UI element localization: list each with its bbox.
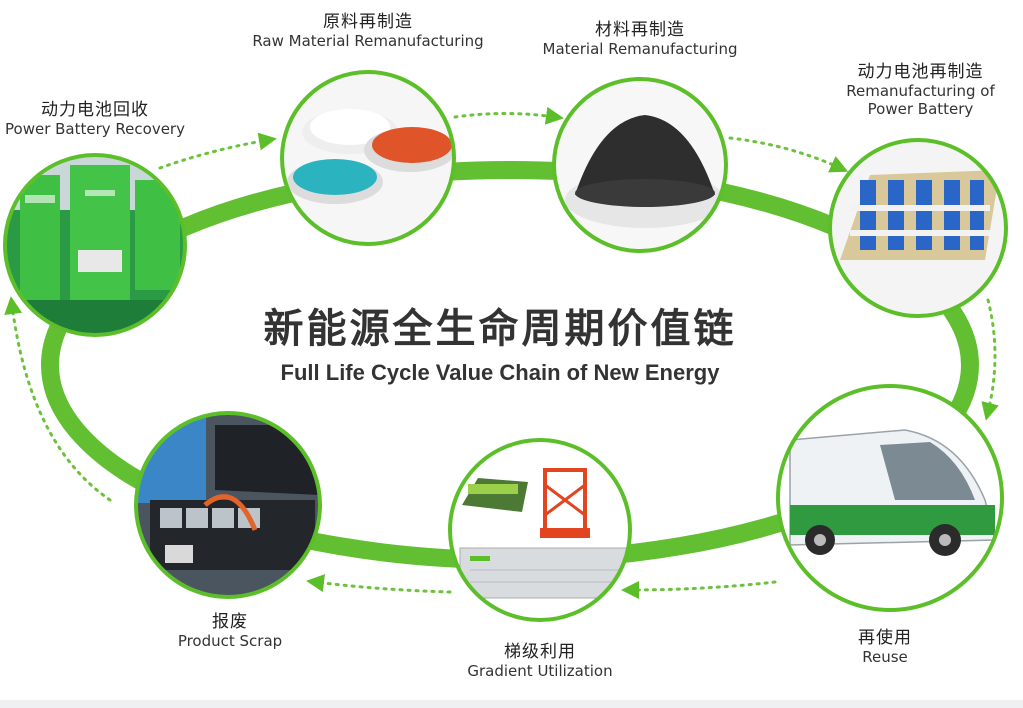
arrow-gradient-to-scrap	[306, 574, 452, 594]
arrow-raw-to-material	[453, 106, 564, 125]
label-gradient: 梯级利用 Gradient Utilization	[440, 642, 640, 680]
label-recovery-cn: 动力电池回收	[41, 100, 149, 120]
label-material-cn: 材料再制造	[595, 20, 685, 40]
label-gradient-en: Gradient Utilization	[467, 662, 613, 681]
stage-image-gradient	[448, 438, 632, 622]
label-scrap-cn: 报废	[212, 612, 248, 632]
label-raw: 原料再制造 Raw Material Remanufacturing	[228, 12, 508, 50]
bottom-strip	[0, 700, 1023, 708]
label-raw-en: Raw Material Remanufacturing	[252, 32, 484, 51]
label-battery-en-1: Remanufacturing of	[846, 82, 995, 101]
center-title: 新能源全生命周期价值链 Full Life Cycle Value Chain …	[180, 296, 820, 386]
label-scrap-en: Product Scrap	[177, 632, 283, 651]
label-material-en: Material Remanufacturing	[542, 40, 738, 59]
label-reuse-cn: 再使用	[858, 628, 912, 648]
stage-image-raw	[280, 70, 456, 246]
stage-image-reuse	[776, 384, 1004, 612]
arrow-battery-to-reuse	[981, 298, 999, 421]
label-material: 材料再制造 Material Remanufacturing	[520, 20, 760, 58]
label-reuse: 再使用 Reuse	[820, 628, 950, 666]
arrow-scrap-to-recovery	[4, 296, 112, 502]
title-en: Full Life Cycle Value Chain of New Energ…	[280, 360, 720, 385]
label-battery-en-2: Power Battery	[867, 100, 974, 119]
label-battery-cn: 动力电池再制造	[857, 62, 984, 82]
label-recovery-en: Power Battery Recovery	[5, 120, 185, 139]
label-raw-cn: 原料再制造	[323, 12, 413, 32]
stage-image-scrap	[134, 411, 322, 599]
label-battery: 动力电池再制造 Remanufacturing of Power Battery	[828, 62, 1013, 118]
label-gradient-cn: 梯级利用	[504, 642, 576, 662]
arrow-reuse-to-gradient	[621, 580, 777, 599]
stage-image-battery	[828, 138, 1008, 318]
stage-image-material	[552, 77, 728, 253]
title-cn: 新能源全生命周期价值链	[263, 306, 737, 352]
arrow-recovery-to-raw	[158, 132, 277, 170]
stage-image-recovery	[3, 153, 187, 337]
arrow-material-to-battery	[728, 136, 849, 173]
label-recovery: 动力电池回收 Power Battery Recovery	[0, 100, 200, 138]
label-reuse-en: Reuse	[862, 648, 908, 667]
label-scrap: 报废 Product Scrap	[150, 612, 310, 650]
